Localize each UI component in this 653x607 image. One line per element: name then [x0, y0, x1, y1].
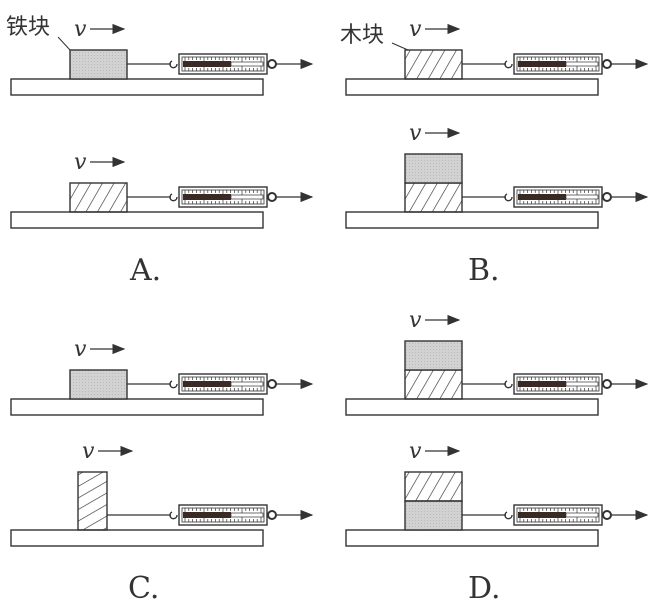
option-a-label: A. — [129, 253, 161, 288]
board — [345, 211, 599, 229]
wood-block-label: 木块 — [340, 23, 384, 48]
setup-7: v — [345, 439, 649, 547]
iron-block-top — [404, 340, 463, 371]
setup-2: v — [345, 17, 649, 96]
setup-0: v — [10, 17, 314, 96]
pull-ring-icon — [267, 59, 277, 69]
spring-coil — [183, 194, 231, 200]
pull-ring-icon — [267, 379, 277, 389]
velocity-label: v — [74, 17, 87, 42]
spring-coil — [183, 512, 231, 518]
spring-indicator-rod — [565, 512, 599, 518]
spring-coil — [518, 61, 566, 67]
iron-block-bottom — [404, 500, 463, 531]
board — [345, 78, 599, 96]
velocity-label: v — [409, 17, 422, 42]
pull-ring-icon — [267, 510, 277, 520]
wood-block-leader-line — [391, 42, 409, 51]
option-c-label: C. — [128, 571, 159, 606]
spring-hook-icon — [169, 380, 178, 389]
spring-coil — [518, 194, 566, 200]
setup-4: v — [10, 337, 314, 416]
spring-indicator-rod — [230, 61, 264, 67]
velocity-label: v — [74, 337, 87, 362]
iron-block — [69, 369, 128, 400]
spring-indicator-rod — [565, 381, 599, 387]
wood-block — [404, 49, 463, 80]
iron-block-label: 铁块 — [6, 15, 50, 40]
iron-block — [69, 49, 128, 80]
iron-block-top — [404, 153, 463, 184]
pull-ring-icon — [602, 192, 612, 202]
wood-block — [77, 471, 108, 531]
pull-ring-icon — [602, 59, 612, 69]
velocity-label: v — [82, 439, 95, 464]
board — [345, 398, 599, 416]
spring-indicator-rod — [230, 381, 264, 387]
spring-coil — [183, 61, 231, 67]
board — [10, 398, 264, 416]
spring-hook-icon — [169, 60, 178, 69]
spring-indicator-rod — [230, 512, 264, 518]
pull-ring-icon — [602, 379, 612, 389]
setup-1: v — [10, 150, 314, 229]
board — [345, 529, 599, 547]
spring-hook-icon — [504, 193, 513, 202]
board — [10, 211, 264, 229]
spring-indicator-rod — [565, 194, 599, 200]
spring-indicator-rod — [565, 61, 599, 67]
spring-hook-icon — [504, 511, 513, 520]
wood-block-bottom — [404, 369, 463, 400]
spring-indicator-rod — [230, 194, 264, 200]
velocity-label: v — [74, 150, 87, 175]
pull-ring-icon — [602, 510, 612, 520]
pull-ring-icon — [267, 192, 277, 202]
spring-coil — [518, 381, 566, 387]
spring-hook-icon — [504, 60, 513, 69]
setup-3: v — [345, 121, 649, 229]
spring-hook-icon — [169, 193, 178, 202]
velocity-label: v — [409, 439, 422, 464]
wood-block — [69, 182, 128, 213]
wood-block-bottom — [404, 182, 463, 213]
board — [10, 78, 264, 96]
spring-coil — [518, 512, 566, 518]
option-b-label: B. — [468, 253, 500, 288]
setup-6: v — [345, 308, 649, 416]
velocity-label: v — [409, 121, 422, 146]
spring-hook-icon — [169, 511, 178, 520]
board — [10, 529, 264, 547]
option-d-label: D. — [468, 571, 501, 606]
setup-5: v — [10, 439, 314, 547]
wood-block-top — [404, 471, 463, 502]
spring-hook-icon — [504, 380, 513, 389]
velocity-label: v — [409, 308, 422, 333]
spring-coil — [183, 381, 231, 387]
iron-block-leader-line — [57, 36, 71, 51]
